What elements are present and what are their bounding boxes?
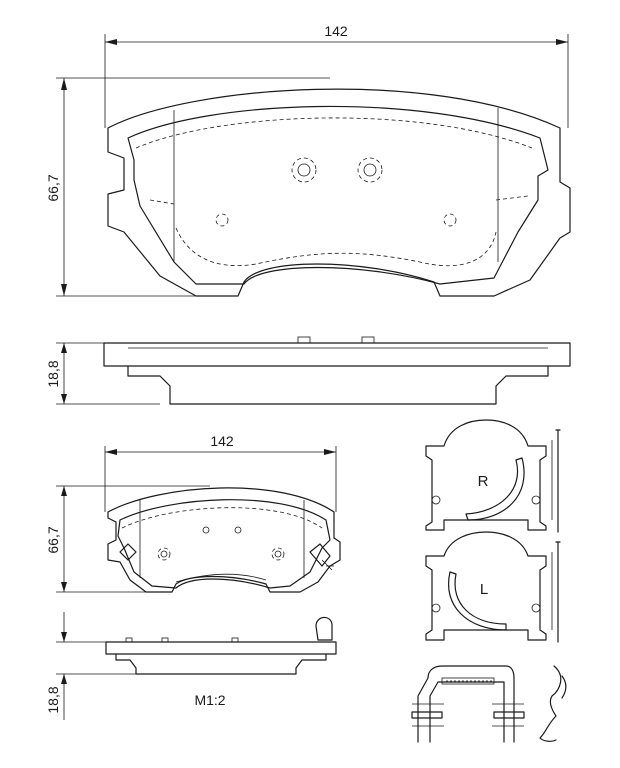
top-height-label: 66,7 [45,174,61,201]
pad-side-view [103,336,571,405]
hole-right-upper [357,157,383,183]
hole-left-lower [215,213,229,227]
dimension-top-height: 66,7 [45,77,330,297]
scale-label: M1:2 [194,692,225,708]
hole-left-upper [291,157,317,183]
dimension-small-thickness: 18,8 [45,612,136,720]
side-thickness-label: 18,8 [45,360,61,387]
guide-spring [411,665,567,743]
clip-right-label: R [478,473,489,490]
hole-right-lower [443,213,457,227]
clip-right: R [425,419,561,533]
pad-small-front-view [107,487,341,593]
small-height-label: 66,7 [45,526,61,553]
pad-small-side-view [105,616,337,675]
dimension-side-thickness: 18,8 [45,342,160,405]
small-width-label: 142 [210,433,234,449]
clip-left: L [425,531,561,643]
small-thickness-label: 18,8 [45,686,61,713]
clip-left-label: L [480,581,488,598]
dimension-small-height: 66,7 [45,485,210,593]
top-width-label: 142 [324,23,348,39]
dimension-small-width: 142 [104,433,337,512]
dimension-top-width: 142 [104,23,569,128]
pad-front-view [107,88,571,297]
